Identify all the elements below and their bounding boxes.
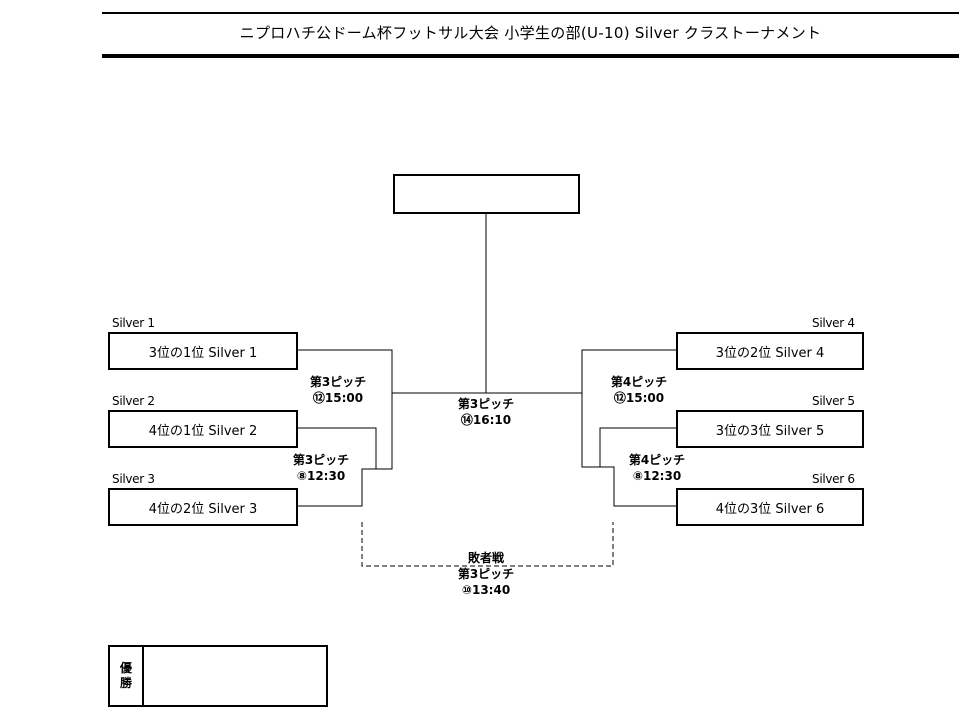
consolation-pitch: 第3ピッチ — [457, 567, 515, 581]
final-match-label: 第3ピッチ ⑭16:10 — [441, 396, 531, 428]
left-bottom-connector — [297, 468, 376, 507]
champion-box: 優 勝 — [108, 645, 328, 707]
team-box-silver-4: 3位の2位 Silver 4 — [676, 332, 864, 370]
final-time: ⑭16:10 — [460, 413, 512, 427]
consolation-title: 敗者戦 — [467, 551, 504, 565]
final-pitch: 第3ピッチ — [457, 397, 515, 411]
left-quarter-match-label: 第3ピッチ ⑧12:30 — [276, 452, 366, 484]
consolation-match-label: 敗者戦 第3ピッチ ⑩13:40 — [441, 550, 531, 598]
champion-label-char-1: 優 — [119, 661, 132, 675]
page-title: ニプロハチ公ドーム杯フットサル大会 小学生の部(U-10) Silver クラス… — [239, 24, 822, 42]
team-box-silver-6: 4位の3位 Silver 6 — [676, 488, 864, 526]
champion-value — [144, 647, 326, 705]
right-semi-match-label: 第4ピッチ ⑫15:00 — [594, 374, 684, 406]
right-quarter-pitch: 第4ピッチ — [628, 453, 686, 467]
champion-label: 優 勝 — [110, 647, 144, 705]
seed-label-silver-6: Silver 6 — [812, 472, 855, 486]
team-box-silver-5: 3位の3位 Silver 5 — [676, 410, 864, 448]
team-box-silver-2: 4位の1位 Silver 2 — [108, 410, 298, 448]
seed-label-silver-5: Silver 5 — [812, 394, 855, 408]
consolation-bracket — [361, 522, 614, 567]
left-quarter-time: ⑧12:30 — [296, 469, 346, 483]
seed-label-silver-3: Silver 3 — [112, 472, 155, 486]
left-quarter-pitch: 第3ピッチ — [292, 453, 350, 467]
consolation-time: ⑩13:40 — [461, 583, 511, 597]
right-semi-connector — [581, 349, 677, 393]
left-semi-connector — [297, 349, 582, 394]
team-box-silver-3: 4位の2位 Silver 3 — [108, 488, 298, 526]
right-quarter-match-label: 第4ピッチ ⑧12:30 — [612, 452, 702, 484]
right-semi-time: ⑫15:00 — [613, 391, 665, 405]
title-bottom-rule — [102, 54, 959, 58]
champion-label-char-2: 勝 — [119, 676, 132, 690]
right-quarter-time: ⑧12:30 — [632, 469, 682, 483]
left-semi-time: ⑫15:00 — [312, 391, 364, 405]
left-semi-match-label: 第3ピッチ ⑫15:00 — [293, 374, 383, 406]
seed-label-silver-2: Silver 2 — [112, 394, 155, 408]
title-top-rule — [102, 12, 959, 14]
seed-label-silver-4: Silver 4 — [812, 316, 855, 330]
team-box-silver-1: 3位の1位 Silver 1 — [108, 332, 298, 370]
right-bottom-connector — [600, 466, 677, 507]
right-semi-pitch: 第4ピッチ — [610, 375, 668, 389]
final-winner-box — [393, 174, 580, 214]
seed-label-silver-1: Silver 1 — [112, 316, 155, 330]
left-semi-pitch: 第3ピッチ — [309, 375, 367, 389]
